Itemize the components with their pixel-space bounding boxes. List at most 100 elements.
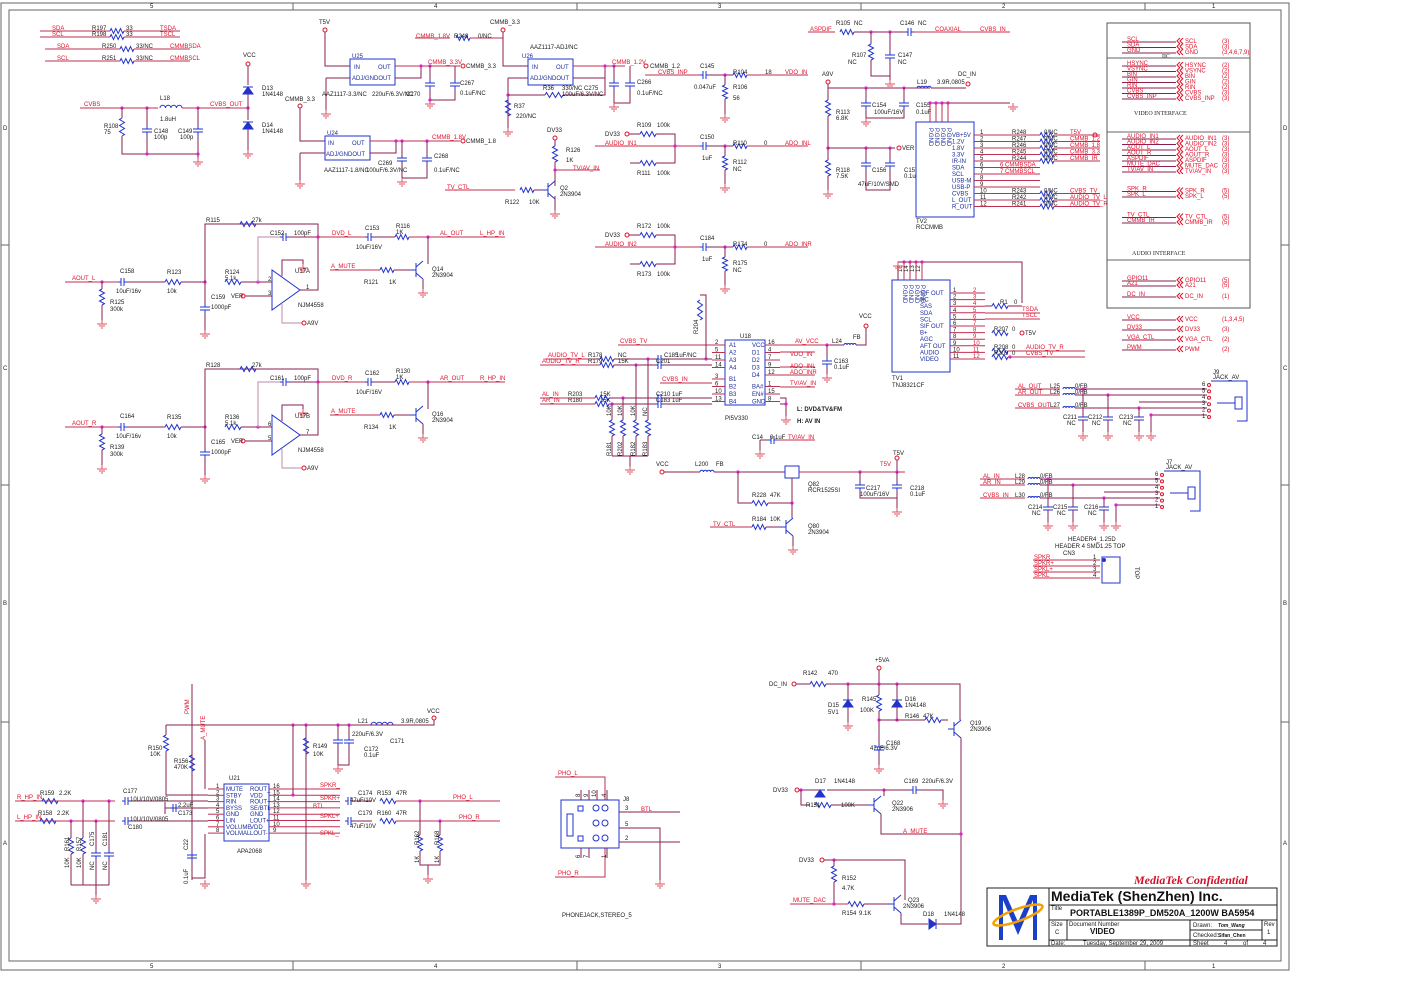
label: 0.1uF — [834, 365, 850, 371]
pin-number: 6 — [1202, 382, 1206, 388]
net-label: T5V — [1070, 130, 1081, 136]
label: 1uF — [672, 392, 683, 398]
pin-name: B2 — [729, 385, 737, 391]
net-label: AL_IN — [542, 392, 559, 398]
label: 7.5K — [836, 174, 848, 180]
ground-icon — [503, 128, 513, 137]
net-label: A_MUTE — [903, 829, 927, 835]
label: 100k — [657, 123, 671, 129]
pin-name: VIDEO — [920, 357, 939, 363]
label: C268 — [434, 154, 449, 160]
label: C152 — [270, 231, 285, 237]
audio-opamp-left: AOUT_LC15810uF/16vR12310kR125300kC159100… — [65, 218, 505, 339]
transistor-symbol — [410, 260, 424, 280]
port-name: AUDIO_IN1 — [1185, 136, 1217, 142]
port-name: VSYNC — [1185, 69, 1206, 75]
label: 0 — [1012, 327, 1016, 333]
net-label: PHO_L — [558, 771, 578, 777]
pin-name: A3 — [729, 358, 737, 364]
offpage-connector-icon — [1176, 292, 1184, 300]
component-value: 10K — [607, 405, 613, 416]
label: 100pF — [294, 231, 311, 237]
capacitor-symbol — [200, 304, 210, 313]
ground-icon — [243, 150, 253, 159]
pin-name: SDA — [920, 311, 932, 317]
av-jack-symbol — [1164, 470, 1201, 512]
power-port-icon — [791, 681, 797, 687]
ground-icon — [418, 289, 428, 298]
label: R179 — [588, 359, 603, 365]
label: R159 — [40, 791, 55, 797]
resistor-symbol — [732, 71, 748, 79]
net-label: AR_OUT — [440, 376, 465, 382]
pin-number: 10 — [953, 347, 960, 353]
net-label: CVBS — [84, 102, 100, 108]
pin-number: 5 — [715, 348, 719, 354]
net-label: CMMB_1.2V — [612, 60, 646, 66]
resistor-symbol — [379, 266, 395, 274]
resistor-symbol — [991, 347, 1009, 355]
pin-number: 2 — [715, 340, 719, 346]
sheet-reference: (5) — [1222, 215, 1229, 221]
label: 220uF/6.3V — [922, 779, 953, 785]
pin-name: CVBS — [952, 192, 968, 198]
component-ref: TV2 — [916, 219, 928, 225]
junction-dot — [419, 64, 423, 68]
resistor-symbol — [239, 365, 257, 373]
label: C180 — [128, 825, 143, 831]
junction-dot — [196, 152, 200, 156]
label: 3.9R,0805 — [937, 80, 965, 86]
label: 47uF/10V — [350, 798, 376, 804]
pin-number: 2 — [980, 137, 984, 143]
label: 10uF/16v — [116, 434, 141, 440]
jack-pin-icon — [592, 834, 600, 842]
offpage-connector-icon — [1176, 156, 1184, 164]
component-ref: R248 — [1012, 130, 1027, 136]
label: R115 — [206, 218, 221, 224]
jack-pin-icon — [577, 835, 584, 842]
junction-dot — [428, 98, 432, 102]
drawing-frame: 5 4 3 2 1 5 4 3 2 1 D C B A D C B A — [0, 2, 1290, 971]
pin-number: 1 — [1093, 555, 1097, 561]
offpage-connector-icon — [1176, 140, 1184, 147]
port-name: CMMB_IR — [1185, 220, 1213, 226]
resistor-symbol — [599, 361, 615, 369]
power-label: CMMB_3.3 — [490, 20, 521, 26]
pin-number: 13 — [910, 265, 916, 272]
sheet-reference: (5) — [1222, 220, 1229, 226]
label: 1uF/NC — [676, 353, 697, 359]
pin-name: P.GND — [927, 128, 933, 147]
label: 330/NC C275 — [562, 86, 599, 92]
component-value: 0/NC — [1044, 195, 1058, 201]
label: 2N3904 — [808, 530, 830, 536]
